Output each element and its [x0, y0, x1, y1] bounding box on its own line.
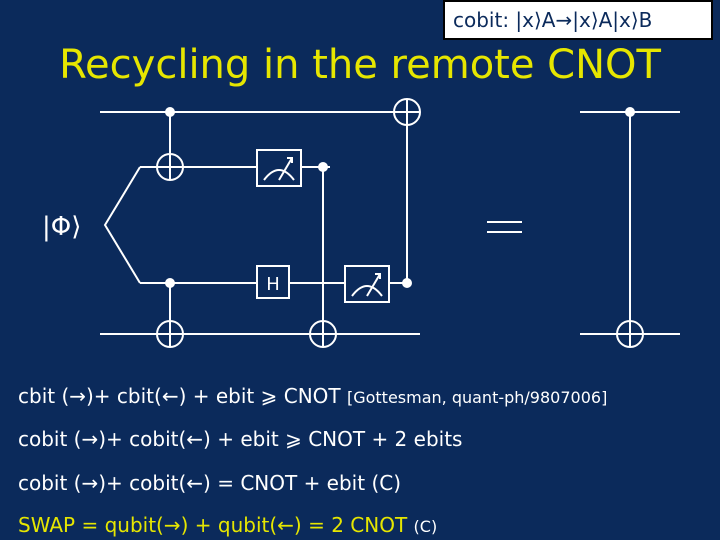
equation-line-4: SWAP = qubit(→) + qubit(←) = 2 CNOT (C): [18, 513, 437, 537]
phi-label: |Φ⟩: [42, 212, 81, 242]
equation-4-ref: (C): [413, 517, 438, 536]
cnot1-control: [165, 107, 175, 117]
equation-line-2: cobit (→)+ cobit(←) + ebit ⩾ CNOT + 2 eb…: [18, 427, 462, 451]
slide-title: Recycling in the remote CNOT: [59, 42, 661, 88]
cnot3-control: [318, 162, 328, 172]
equation-3-text: cobit (→)+ cobit(←) = CNOT + ebit (C): [18, 471, 402, 495]
cnot4-control: [402, 278, 412, 288]
equation-1-text: cbit (→)+ cbit(←) + ebit ⩾ CNOT: [18, 384, 341, 408]
cnot2-control: [165, 278, 175, 288]
citation-gottesman: [Gottesman, quant-ph/9807006]: [346, 388, 608, 407]
hadamard-label: H: [266, 274, 280, 295]
hadamard-gate: [256, 265, 290, 299]
equation-line-1: cbit (→)+ cbit(←) + ebit ⩾ CNOT [Gottesm…: [18, 384, 607, 408]
equation-2-text: cobit (→)+ cobit(←) + ebit ⩾ CNOT + 2 eb…: [18, 427, 463, 451]
equation-line-3: cobit (→)+ cobit(←) = CNOT + ebit (C): [18, 471, 401, 495]
cobit-definition-box: cobit: |x⟩A→|x⟩A|x⟩B: [443, 0, 713, 40]
cobit-definition-text: cobit: |x⟩A→|x⟩A|x⟩B: [453, 8, 653, 32]
meter-icon: [344, 265, 390, 303]
meter-icon: [256, 149, 302, 187]
equation-4-text: SWAP = qubit(→) + qubit(←) = 2 CNOT: [18, 513, 408, 537]
rhs-cnot-control: [625, 107, 635, 117]
bell-pair-bracket: [103, 166, 141, 284]
